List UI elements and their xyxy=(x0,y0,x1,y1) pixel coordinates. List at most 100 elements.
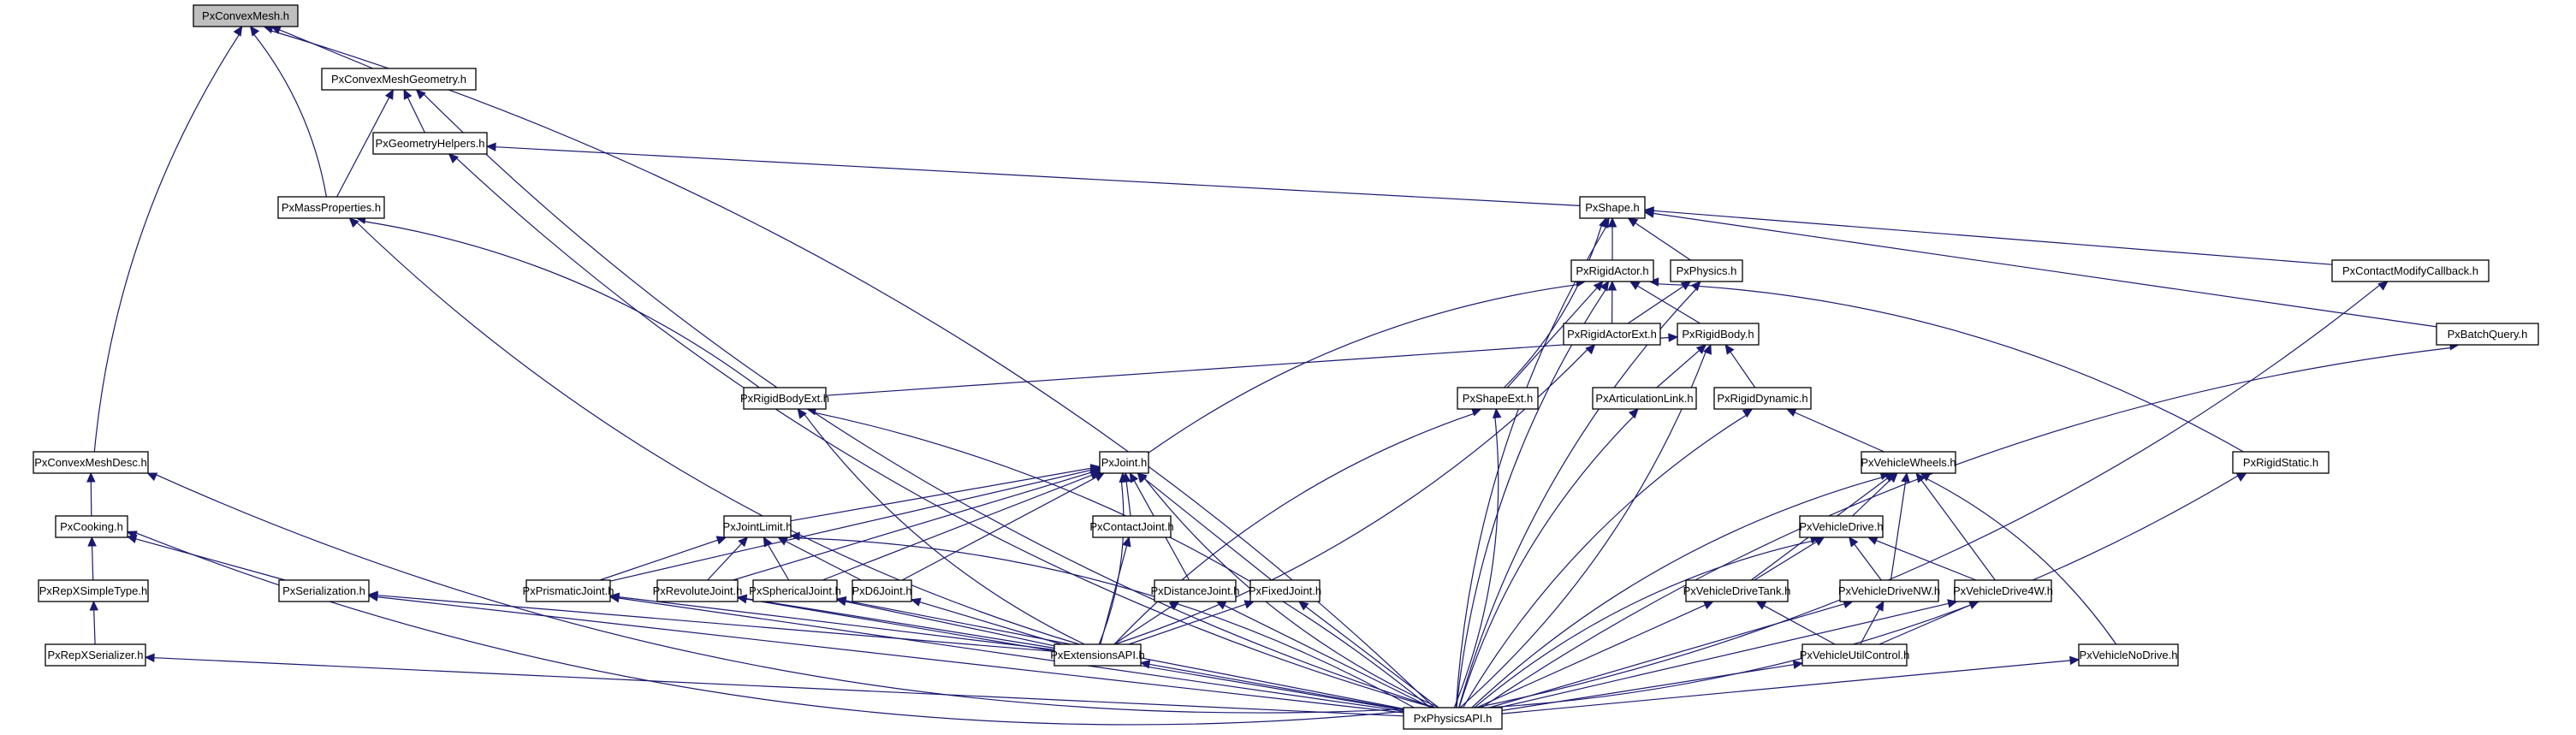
edge-vehiclenodrive-to-vehiclewheels xyxy=(1920,472,2117,645)
arrowhead-icon xyxy=(1867,536,1879,545)
node-rigidstatic[interactable]: PxRigidStatic.h xyxy=(2232,451,2330,474)
edge-line xyxy=(356,222,1080,645)
edge-line xyxy=(901,477,1097,581)
node-fixedjoint[interactable]: PxFixedJoint.h xyxy=(1249,579,1321,602)
node-articulationlink[interactable]: PxArticulationLink.h xyxy=(1592,387,1697,410)
edge-rigidactorext-to-physics xyxy=(1627,281,1692,324)
node-label: PxRigidActor.h xyxy=(1576,264,1648,277)
node-label: PxRevoluteJoint.h xyxy=(653,584,743,597)
node-massproperties[interactable]: PxMassProperties.h xyxy=(277,196,385,219)
edge-line xyxy=(1504,225,1602,388)
node-box xyxy=(278,579,370,602)
edge-vehicledrivenw-to-vehicledrive xyxy=(1849,536,1882,581)
edge-vehicledrive4w-to-vehiclewheels xyxy=(1915,472,1996,581)
node-vehicledrivenw[interactable]: PxVehicleDriveNW.h xyxy=(1838,579,1940,602)
edge-extensionsapi-to-rigidbodyext xyxy=(797,408,1085,645)
node-vehicledrivetank[interactable]: PxVehicleDriveTank.h xyxy=(1683,579,1791,602)
node-label: PxVehicleNoDrive.h xyxy=(2080,649,2178,661)
node-physicsapi[interactable]: PxPhysicsAPI.h xyxy=(1403,707,1503,730)
arrowhead-icon xyxy=(1600,216,1610,228)
edge-line xyxy=(1149,663,1404,710)
edge-line xyxy=(377,596,1404,714)
edge-physicsapi-to-vehicleutilcontrol xyxy=(1501,660,1804,711)
arrowhead-icon xyxy=(777,536,788,546)
arrowhead-icon xyxy=(126,531,138,540)
node-distancejoint[interactable]: PxDistanceJoint.h xyxy=(1150,579,1240,602)
edge-massproperties-to-convexmesh xyxy=(249,26,327,198)
node-rigidactor[interactable]: PxRigidActor.h xyxy=(1570,259,1654,282)
node-serialization[interactable]: PxSerialization.h xyxy=(278,579,370,602)
node-extensionsapi[interactable]: PxExtensionsAPI.h xyxy=(1050,643,1145,667)
edge-line xyxy=(822,474,1092,581)
node-label: PxRigidBody.h xyxy=(1682,328,1754,341)
edge-articulationlink-to-rigidbody xyxy=(1656,344,1707,388)
node-rigidactorext[interactable]: PxRigidActorExt.h xyxy=(1563,323,1661,346)
node-label: PxShape.h xyxy=(1585,201,1640,214)
node-rigidbodyext[interactable]: PxRigidBodyExt.h xyxy=(740,387,829,410)
node-rigidbody[interactable]: PxRigidBody.h xyxy=(1677,323,1760,346)
arrowhead-icon xyxy=(1137,472,1148,483)
edge-extensionsapi-to-contactjoint xyxy=(1100,536,1131,645)
edge-joint-to-rigidactor xyxy=(1148,278,1587,453)
node-cooking[interactable]: PxCooking.h xyxy=(55,515,128,538)
edge-physicsapi-to-joint xyxy=(1137,472,1439,708)
node-rigiddynamic[interactable]: PxRigidDynamic.h xyxy=(1713,387,1812,410)
node-convexmesh: PxConvexMesh.h xyxy=(193,4,299,27)
node-contactmodifycallback[interactable]: PxContactModifyCallback.h xyxy=(2331,259,2490,282)
arrowhead-icon xyxy=(1168,601,1180,611)
node-repxsimpletype[interactable]: PxRepXSimpleType.h xyxy=(38,579,149,602)
node-repxserializer[interactable]: PxRepXSerializer.h xyxy=(45,643,146,667)
node-box xyxy=(193,4,299,27)
node-convexmeshdesc[interactable]: PxConvexMeshDesc.h xyxy=(33,451,149,474)
node-physics[interactable]: PxPhysics.h xyxy=(1670,259,1743,282)
node-vehicleutilcontrol[interactable]: PxVehicleUtilControl.h xyxy=(1800,643,1910,667)
node-prismaticjoint[interactable]: PxPrismaticJoint.h xyxy=(523,579,614,602)
node-vehicledrive4w[interactable]: PxVehicleDrive4W.h xyxy=(1953,579,2053,602)
edge-line xyxy=(1305,606,1439,708)
edge-line xyxy=(1926,478,2117,645)
node-contactjoint[interactable]: PxContactJoint.h xyxy=(1089,515,1174,538)
node-label: PxJointLimit.h xyxy=(723,520,792,533)
arrowhead-icon xyxy=(87,536,97,547)
node-label: PxPhysics.h xyxy=(1677,264,1737,277)
edge-line xyxy=(599,539,718,581)
edge-layer xyxy=(86,25,2460,726)
edge-line xyxy=(1890,481,1907,581)
node-shapeext[interactable]: PxShapeExt.h xyxy=(1457,387,1539,410)
node-sphericaljoint[interactable]: PxSphericalJoint.h xyxy=(749,579,841,602)
edge-convexmeshgeometry-to-convexmesh xyxy=(270,26,374,69)
edge-line xyxy=(745,598,1055,649)
node-label: PxVehicleUtilControl.h xyxy=(1800,649,1910,661)
edge-line xyxy=(790,467,1092,522)
node-d6joint[interactable]: PxD6Joint.h xyxy=(852,579,912,602)
edge-line xyxy=(1499,602,1949,708)
edge-line xyxy=(1100,545,1128,645)
edge-line xyxy=(1453,417,1499,708)
node-jointlimit[interactable]: PxJointLimit.h xyxy=(723,515,792,538)
node-geometryhelpers[interactable]: PxGeometryHelpers.h xyxy=(372,132,488,155)
node-vehicledrive[interactable]: PxVehicleDrive.h xyxy=(1799,515,1884,538)
arrowhead-icon xyxy=(1585,344,1596,355)
arrowhead-icon xyxy=(736,595,748,604)
node-label: PxCooking.h xyxy=(60,520,123,533)
node-label: PxGeometryHelpers.h xyxy=(376,137,485,150)
arrowhead-icon xyxy=(1297,601,1309,611)
edge-line xyxy=(1506,287,1598,388)
edge-line xyxy=(1501,664,1795,711)
node-convexmeshgeometry[interactable]: PxConvexMeshGeometry.h xyxy=(321,68,477,91)
edge-line xyxy=(1476,604,1706,708)
edge-repxserializer-to-repxsimpletype xyxy=(89,600,98,645)
node-batchquery[interactable]: PxBatchQuery.h xyxy=(2436,323,2539,346)
node-box xyxy=(1592,387,1697,410)
node-box xyxy=(38,579,149,602)
edge-line xyxy=(1879,604,1971,645)
node-shape[interactable]: PxShape.h xyxy=(1579,196,1646,219)
node-joint[interactable]: PxJoint.h xyxy=(1099,451,1149,474)
node-vehiclenodrive[interactable]: PxVehicleNoDrive.h xyxy=(2078,643,2179,667)
node-revolutejoint[interactable]: PxRevoluteJoint.h xyxy=(653,579,743,602)
arrowhead-icon xyxy=(1122,536,1131,548)
arrowhead-icon xyxy=(1742,408,1754,418)
node-vehiclewheels[interactable]: PxVehicleWheels.h xyxy=(1861,451,1956,474)
edge-extensionsapi-to-joint xyxy=(1098,471,1128,645)
edge-line xyxy=(785,541,862,581)
